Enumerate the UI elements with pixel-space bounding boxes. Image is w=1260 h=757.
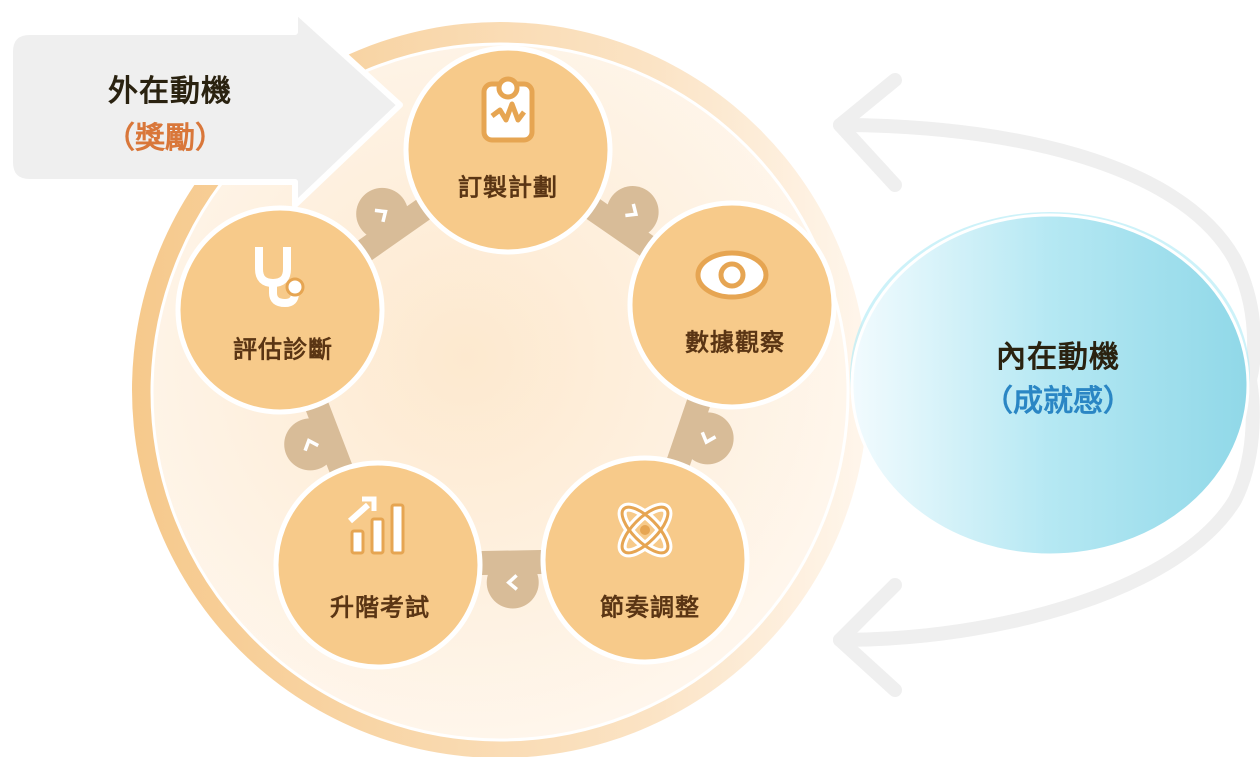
stethoscope-icon: [255, 247, 305, 308]
chevron-icon: [303, 438, 320, 452]
connector-dot: [486, 556, 539, 609]
extrinsic-title: 外在動機: [108, 74, 232, 109]
chevron-icon: [625, 203, 639, 218]
intrinsic-ellipse: [850, 213, 1250, 557]
return-arrow-bottom: [833, 373, 1260, 697]
chevron-icon: [506, 574, 518, 591]
cycle-step-node: [403, 45, 613, 255]
connector-dot: [356, 187, 409, 240]
cycle-step-node: [273, 460, 483, 670]
cycle-step-label: 節奏調整: [600, 593, 700, 622]
cycle-step-circle: [627, 200, 837, 410]
connector-dot: [284, 418, 337, 471]
cycle-step-circle: [273, 460, 483, 670]
cycle-step-node: [175, 205, 385, 415]
cycle-step-node: [627, 200, 837, 410]
cycle-step-label: 數據觀察: [685, 328, 785, 357]
atom-icon: [617, 502, 673, 558]
cycle-step-circle: [403, 45, 613, 255]
eye-icon: [695, 250, 769, 300]
cycle-step-circle: [540, 455, 750, 665]
bar-chart-up-icon: [348, 496, 405, 555]
cycle-step-label: 訂製計劃: [458, 173, 558, 202]
chevron-icon: [700, 431, 717, 445]
chevron-icon: [374, 208, 388, 223]
intrinsic-title: 內在動機: [996, 340, 1120, 375]
return-arrow-top: [833, 73, 1260, 387]
clipboard-pulse-icon: [481, 76, 535, 143]
cycle-step-circle: [175, 205, 385, 415]
connector-dot: [681, 412, 734, 465]
extrinsic-arrow: [7, 7, 403, 208]
cycle-step-label: 升階考試: [330, 593, 430, 622]
extrinsic-subtitle: （獎勵）: [105, 121, 225, 156]
intrinsic-subtitle: （成就感）: [983, 384, 1133, 419]
cycle-step-label: 評估診斷: [233, 335, 333, 364]
cycle-step-node: [540, 455, 750, 665]
connector-dot: [606, 185, 659, 238]
